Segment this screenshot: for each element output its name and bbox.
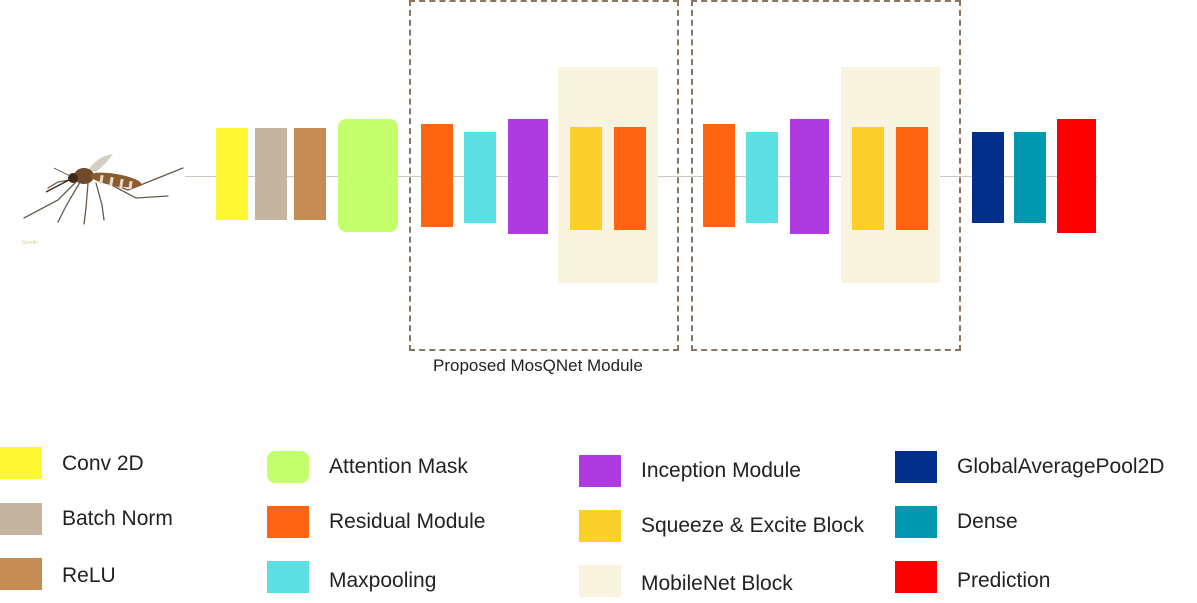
legend-swatch-gap2d	[895, 451, 937, 483]
input-caption: Nyrefin	[22, 240, 38, 246]
residual-block	[703, 124, 735, 227]
gap2d-block	[972, 132, 1004, 223]
squeeze-excite-block	[852, 127, 884, 230]
legend-swatch-conv2d	[0, 447, 42, 479]
legend-swatch-maxpooling	[267, 561, 309, 593]
legend-swatch-prediction	[895, 561, 937, 593]
residual-block	[614, 127, 646, 230]
legend-swatch-dense	[895, 506, 937, 538]
legend-label: Prediction	[957, 569, 1051, 592]
legend-label: Maxpooling	[329, 569, 437, 592]
legend-label: Batch Norm	[62, 507, 173, 530]
legend-swatch-inception	[579, 455, 621, 487]
module-label: Proposed MosQNet Module	[433, 356, 643, 375]
legend-label: Squeeze & Excite Block	[641, 514, 864, 537]
squeeze-excite-block	[570, 127, 602, 230]
legend-label: Dense	[957, 510, 1018, 533]
prediction-block	[1057, 119, 1096, 233]
residual-block	[896, 127, 928, 230]
legend-swatch-squeeze-excite	[579, 510, 621, 542]
legend-swatch-mobilenet	[579, 565, 621, 597]
relu-block	[294, 128, 326, 220]
legend-label: ReLU	[62, 564, 116, 587]
dense-block	[1014, 132, 1046, 223]
maxpooling-block	[464, 132, 496, 223]
inception-block	[790, 119, 829, 234]
residual-block	[421, 124, 453, 227]
inception-block	[508, 119, 548, 234]
mosqnet-module-1	[409, 0, 679, 351]
legend-swatch-relu	[0, 558, 42, 590]
batch-norm-block	[255, 128, 287, 220]
mosquito-image	[23, 154, 184, 225]
legend-swatch-attention-mask	[267, 451, 309, 483]
legend-label: Inception Module	[641, 459, 801, 482]
legend-label: MobileNet Block	[641, 572, 793, 595]
attention-mask-block	[338, 119, 398, 232]
legend-label: Attention Mask	[329, 455, 468, 478]
legend-swatch-residual	[267, 506, 309, 538]
legend-label: GlobalAveragePool2D	[957, 455, 1165, 478]
legend-label: Residual Module	[329, 510, 486, 533]
legend-label: Conv 2D	[62, 452, 144, 475]
legend-swatch-batch-norm	[0, 503, 42, 535]
mosqnet-module-2	[691, 0, 961, 351]
maxpooling-block	[746, 132, 778, 223]
conv2d-block	[216, 128, 248, 220]
